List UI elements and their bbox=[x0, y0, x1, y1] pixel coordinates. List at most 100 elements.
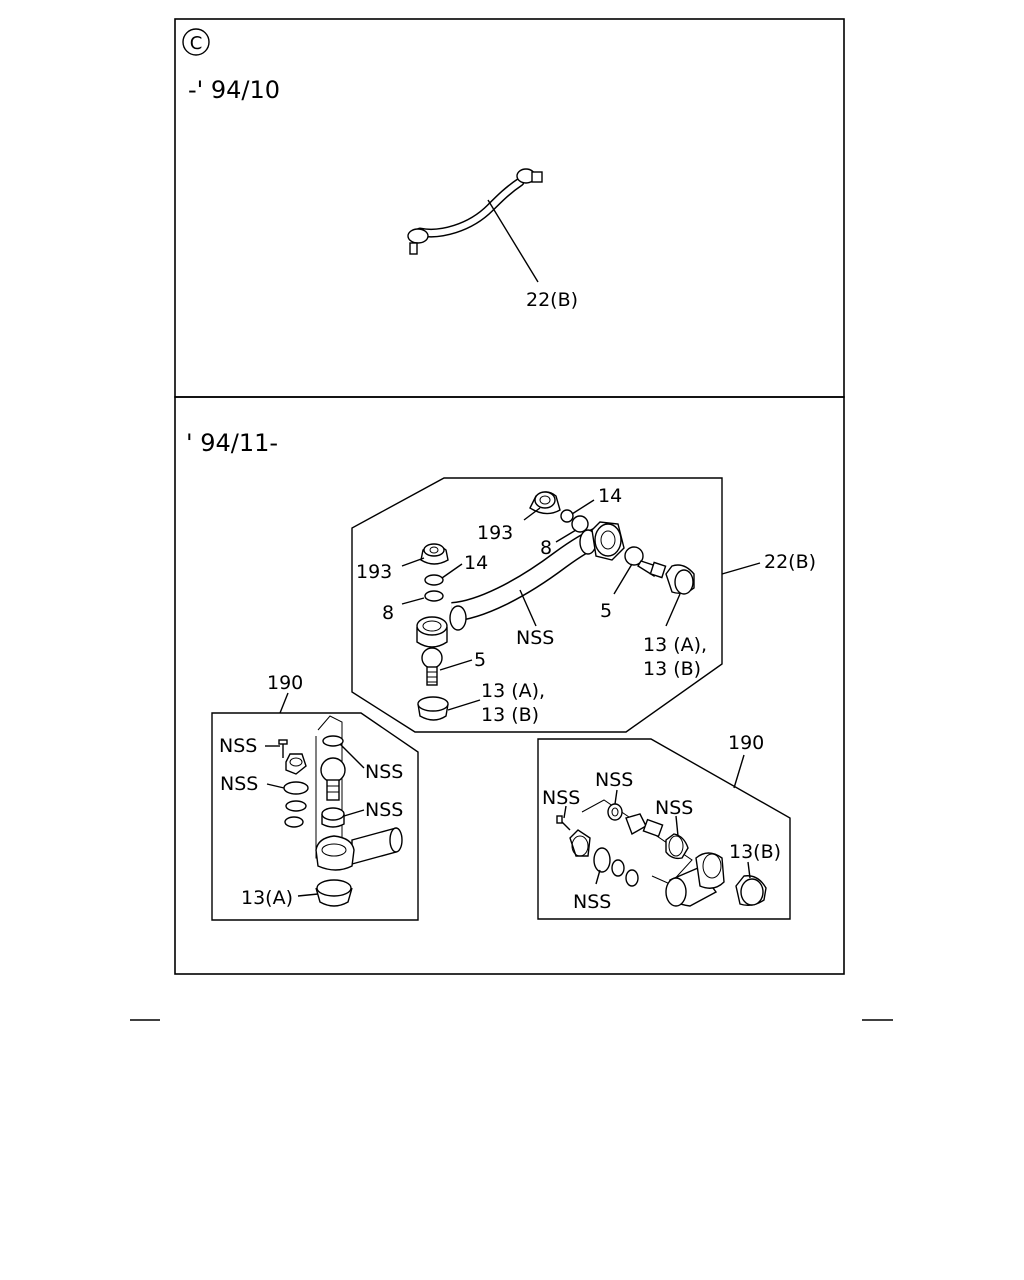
label-kl-nss4: NSS bbox=[365, 799, 403, 821]
grease-fitting-left bbox=[278, 739, 307, 775]
leader-kr-nss4 bbox=[595, 869, 601, 885]
cap-right-kit bbox=[569, 829, 591, 857]
dust-cover-193-left bbox=[420, 543, 449, 565]
kit-right-outline bbox=[537, 738, 791, 920]
ball-stud-5-right bbox=[624, 546, 667, 579]
top-period-label: -' 94/10 bbox=[188, 76, 280, 104]
bottom-panel: ' 94/11- bbox=[174, 396, 845, 975]
leader-14-upper bbox=[571, 499, 595, 515]
label-13b-lower: 13 (B) bbox=[481, 704, 539, 726]
o-ring-right bbox=[593, 847, 611, 873]
leader-22b-group bbox=[721, 562, 761, 575]
label-193-upper: 193 bbox=[477, 522, 513, 544]
grease-fitting-right bbox=[556, 815, 571, 831]
seat-right-kit bbox=[607, 803, 623, 821]
tube-collar-left bbox=[449, 605, 467, 631]
label-kr-nss1: NSS bbox=[542, 787, 580, 809]
leader-kl-nss2 bbox=[339, 743, 365, 769]
main-assembly: 193 14 8 193 14 8 5 5 NSS 13 (A), 13 (B)… bbox=[351, 477, 816, 733]
main-assembly-outline bbox=[351, 477, 723, 733]
label-13a-lower: 13 (A), bbox=[481, 680, 545, 702]
label-14-upper: 14 bbox=[598, 485, 622, 507]
kit-left-bracket bbox=[315, 715, 343, 859]
ring-left-b bbox=[284, 816, 304, 828]
label-13a-right: 13 (A), bbox=[643, 634, 707, 656]
label-kl-13a: 13(A) bbox=[241, 887, 293, 909]
label-kl-nss3: NSS bbox=[220, 773, 258, 795]
ring-14-left bbox=[424, 574, 444, 586]
leader-kr-nss3 bbox=[675, 815, 679, 837]
label-5-lower: 5 bbox=[474, 649, 486, 671]
leader-8-upper bbox=[555, 529, 577, 543]
bottom-panel-frame bbox=[174, 396, 845, 975]
boot-right-kit bbox=[735, 875, 767, 907]
label-kr-nss3: NSS bbox=[655, 797, 693, 819]
label-kr-nss4: NSS bbox=[573, 891, 611, 913]
leader-193-upper bbox=[523, 507, 541, 521]
label-190-left: 190 bbox=[267, 672, 303, 694]
bottom-period-label: ' 94/11- bbox=[186, 429, 278, 457]
o-ring-left bbox=[283, 781, 309, 795]
ball-stud-5-lower bbox=[421, 647, 443, 686]
section-letter: C bbox=[190, 33, 203, 54]
label-190-right: 190 bbox=[728, 732, 764, 754]
seat-left-kit bbox=[321, 807, 345, 828]
ring-8-upper bbox=[571, 515, 589, 533]
ball-stud-left-kit bbox=[320, 735, 346, 801]
repair-kit-left: 190 bbox=[211, 672, 419, 921]
label-kr-13b: 13(B) bbox=[729, 841, 781, 863]
leader-190-left bbox=[279, 692, 289, 714]
leader-22b-top bbox=[487, 199, 539, 283]
top-panel: C -' 94/10 22(B) bbox=[174, 18, 845, 398]
label-kl-nss2: NSS bbox=[365, 761, 403, 783]
ring-14-upper bbox=[560, 509, 574, 523]
tie-rod-tube-new bbox=[449, 526, 604, 631]
housing-left-kit bbox=[315, 827, 403, 871]
label-13b-right: 13 (B) bbox=[643, 658, 701, 680]
tie-rod-stud-left-old bbox=[409, 242, 418, 255]
tie-rod-end-housing-right bbox=[591, 521, 625, 561]
leader-kr-nss1 bbox=[563, 805, 567, 819]
leader-kl-nss3 bbox=[266, 783, 285, 789]
tie-rod-end-housing-left bbox=[416, 616, 448, 648]
boot-left-kit bbox=[315, 879, 353, 907]
leader-13-lower bbox=[447, 699, 481, 711]
label-14-left: 14 bbox=[464, 552, 488, 574]
label-kl-nss1: NSS bbox=[219, 735, 257, 757]
label-22b-group: 22(B) bbox=[764, 551, 816, 573]
boot-13-lower bbox=[417, 696, 449, 721]
tie-rod-end-left-old bbox=[407, 228, 429, 244]
leader-kl-nss4 bbox=[343, 809, 365, 817]
label-193-left: 193 bbox=[356, 561, 392, 583]
leader-14-left bbox=[441, 563, 463, 579]
leader-5-lower bbox=[439, 659, 473, 671]
ball-stud-right-kit bbox=[625, 813, 664, 838]
tie-rod-stud-right-old bbox=[531, 171, 543, 183]
ring-right-b bbox=[625, 869, 639, 887]
leader-8-left bbox=[401, 597, 425, 605]
tie-rod-old bbox=[407, 168, 543, 255]
boot-right-kit-small bbox=[665, 833, 689, 860]
leader-5-right bbox=[613, 563, 633, 595]
dust-cover-193-upper bbox=[529, 491, 561, 515]
leader-kr-13b bbox=[747, 861, 751, 879]
leader-190-right bbox=[733, 754, 745, 789]
label-5-right: 5 bbox=[600, 600, 612, 622]
leader-kl-13a bbox=[297, 893, 319, 897]
label-nss-tube: NSS bbox=[516, 627, 554, 649]
leader-kr-nss2 bbox=[614, 789, 618, 805]
label-22b-top: 22(B) bbox=[526, 289, 578, 311]
housing-right-kit bbox=[665, 852, 725, 907]
boot-13-right bbox=[665, 564, 695, 595]
leader-13-right bbox=[665, 593, 681, 627]
section-letter-badge: C bbox=[182, 28, 210, 56]
ring-8-left bbox=[424, 590, 444, 602]
label-8-upper: 8 bbox=[540, 537, 552, 559]
leader-nss-tube bbox=[519, 589, 537, 627]
repair-kit-right: 190 bbox=[537, 732, 791, 920]
kit-right-bracket bbox=[581, 799, 693, 885]
label-8-left: 8 bbox=[382, 602, 394, 624]
section-letter-circle bbox=[182, 28, 210, 56]
kit-left-outline bbox=[211, 712, 419, 921]
ring-right-a bbox=[611, 859, 625, 877]
